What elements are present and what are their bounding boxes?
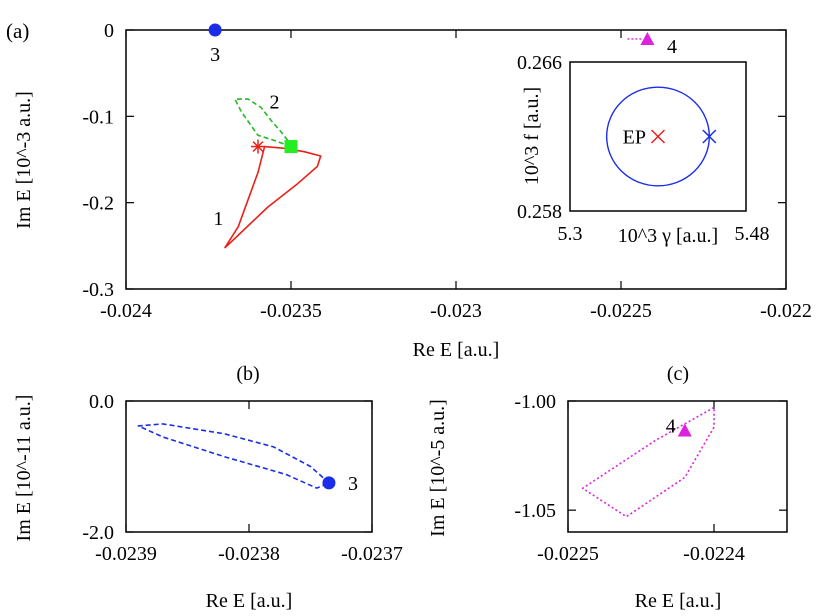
- panel-a-label: (a): [6, 19, 29, 43]
- series-1-curve: [224, 145, 322, 249]
- y-tick-label: -0.2: [82, 193, 114, 215]
- series-4-curve: [581, 406, 715, 518]
- series-2-label: 2: [270, 92, 280, 114]
- marker-4-label: 4: [667, 36, 677, 58]
- x-tick-label: -0.0238: [218, 543, 280, 565]
- marker-4-triangle: [640, 31, 655, 45]
- x-tick-label: -0.0224: [683, 543, 745, 565]
- inset-x-tick-label: 5.3: [558, 223, 583, 245]
- y-tick-label: 0.0: [89, 391, 114, 413]
- y-tick-label: -0.1: [82, 106, 114, 128]
- x-tick-label: -0.023: [430, 300, 482, 322]
- panel-b: (b) -0.0239 -0.0238 -0.0237 -2.0 0.0 3 Re E …: [13, 363, 403, 612]
- y-tick-label: -0.3: [82, 279, 114, 301]
- marker-3-label: 3: [210, 44, 220, 66]
- inset-y-axis-label: 10^3 f [a.u.]: [521, 87, 543, 185]
- x-tick-label: -0.0239: [95, 543, 157, 565]
- inset-x-tick-label: 5.48: [735, 223, 770, 245]
- panel-c-x-axis-label: Re E [a.u.]: [635, 590, 722, 612]
- inset-x-axis-label: 10^3 γ [a.u.]: [618, 225, 718, 247]
- y-tick-label: -2.0: [82, 522, 114, 544]
- series-1-label: 1: [213, 208, 223, 230]
- series-3-curve: [137, 423, 330, 489]
- panel-a-inset: 5.3 5.48 0.258 0.266 EP 10^3 γ [a.u.] 10^3 …: [517, 52, 770, 247]
- x-tick-label: -0.0225: [590, 300, 652, 322]
- x-tick-label: -0.0235: [260, 300, 322, 322]
- y-tick-label: -1.05: [514, 500, 556, 522]
- marker-4-label: 4: [666, 415, 676, 437]
- panel-c-label: (c): [667, 363, 689, 385]
- inset-x-marker: [702, 129, 717, 144]
- marker-3-circle: [208, 23, 222, 37]
- panel-b-frame: [125, 400, 373, 533]
- panel-c-frame: [567, 400, 788, 533]
- inset-ep-label: EP: [623, 127, 646, 149]
- panel-c-y-axis-label: Im E [10^-5 a.u.]: [427, 399, 449, 537]
- panel-c: (c) -0.0225 -0.0224 -1.00 -1.05 4 Re E [a.u…: [427, 363, 788, 612]
- panel-b-x-axis-label: Re E [a.u.]: [206, 590, 293, 612]
- x-tick-label: -0.024: [100, 300, 152, 322]
- panel-b-y-axis-label: Im E [10^-11 a.u.]: [13, 395, 35, 542]
- y-tick-label: -1.00: [514, 391, 556, 413]
- panel-a-x-axis-label: Re E [a.u.]: [413, 339, 500, 361]
- x-tick-label: -0.022: [760, 300, 812, 322]
- panel-a-y-axis-label: Im E [10^-3 a.u.]: [13, 91, 35, 229]
- inset-y-tick-label: 0.266: [517, 52, 562, 74]
- marker-4-triangle: [677, 423, 692, 437]
- inset-x-marker: [650, 129, 666, 144]
- marker-3-label: 3: [348, 473, 358, 495]
- panel-b-label: (b): [236, 363, 259, 385]
- y-tick-label: 0: [104, 20, 114, 42]
- series-2-curve: [234, 98, 292, 148]
- inset-y-tick-label: 0.258: [517, 201, 562, 223]
- marker-unlabeled-3-square: [284, 140, 298, 154]
- x-tick-label: -0.0225: [537, 543, 599, 565]
- marker-unlabeled-2-asterisk: [251, 139, 265, 154]
- panel-a: (a) -0.024 -0.0235 -0.023 -0.0225 -0.022 -0.3…: [6, 19, 812, 361]
- x-tick-label: -0.0237: [341, 543, 403, 565]
- marker-3-circle: [322, 476, 336, 490]
